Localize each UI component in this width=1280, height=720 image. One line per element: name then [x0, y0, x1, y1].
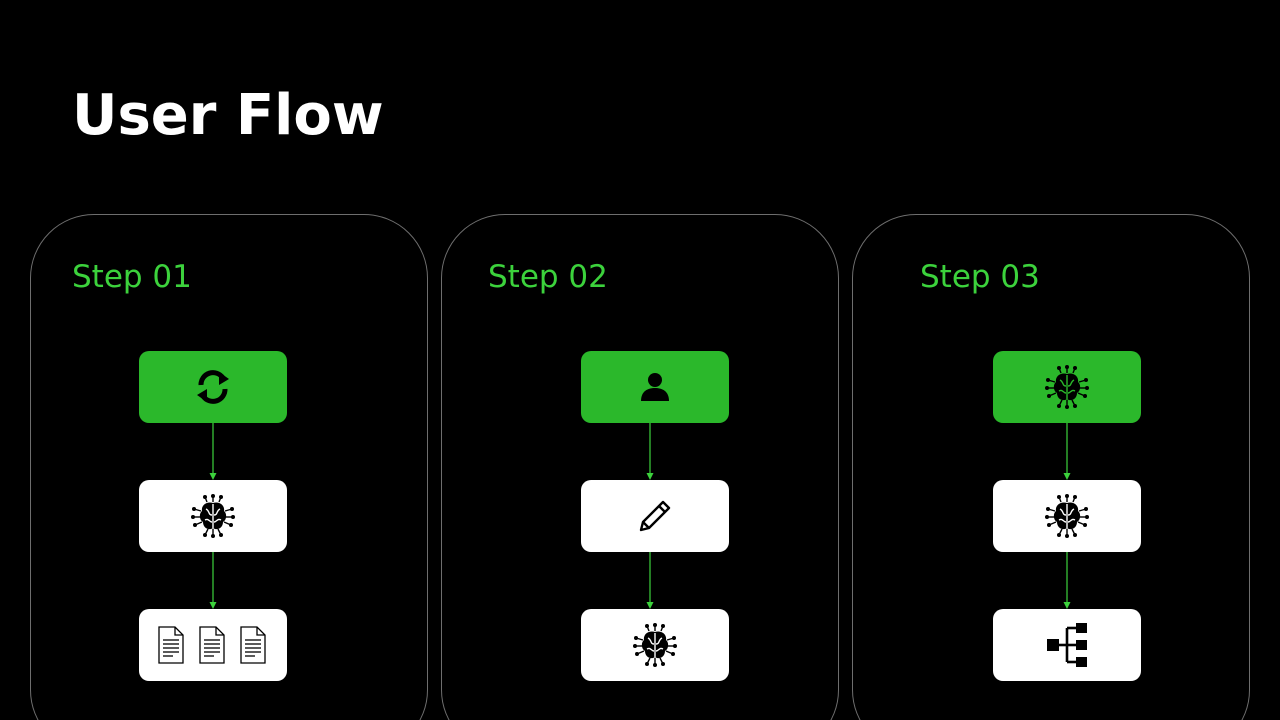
flow-node-refresh	[139, 351, 287, 423]
ai-brain-icon	[1045, 494, 1089, 538]
step-card-01: Step 01	[30, 214, 428, 720]
documents-icon	[158, 626, 266, 664]
flow-node-ai	[993, 480, 1141, 552]
page-title: User Flow	[72, 83, 384, 148]
ai-brain-icon	[633, 623, 677, 667]
ai-brain-icon	[191, 494, 235, 538]
flow-arrow	[1063, 552, 1071, 609]
flow-node-user	[581, 351, 729, 423]
flow-arrow	[646, 423, 654, 480]
user-icon	[641, 373, 669, 401]
refresh-icon	[197, 370, 229, 404]
flow-arrow	[646, 552, 654, 609]
flow-node-ai	[139, 480, 287, 552]
flow-node-edit	[581, 480, 729, 552]
ai-brain-icon	[1045, 365, 1089, 409]
step-card-02: Step 02	[441, 214, 839, 720]
flow-node-ai	[993, 351, 1141, 423]
flow-arrow	[1063, 423, 1071, 480]
flow-node-documents	[139, 609, 287, 681]
pencil-icon	[639, 500, 671, 532]
hierarchy-icon	[1047, 623, 1087, 667]
flow-node-hierarchy	[993, 609, 1141, 681]
step-label: Step 01	[72, 259, 192, 295]
step-label: Step 03	[920, 259, 1040, 295]
step-card-03: Step 03	[852, 214, 1250, 720]
flow-arrow	[209, 552, 217, 609]
flow-node-ai	[581, 609, 729, 681]
step-label: Step 02	[488, 259, 608, 295]
flow-arrow	[209, 423, 217, 480]
